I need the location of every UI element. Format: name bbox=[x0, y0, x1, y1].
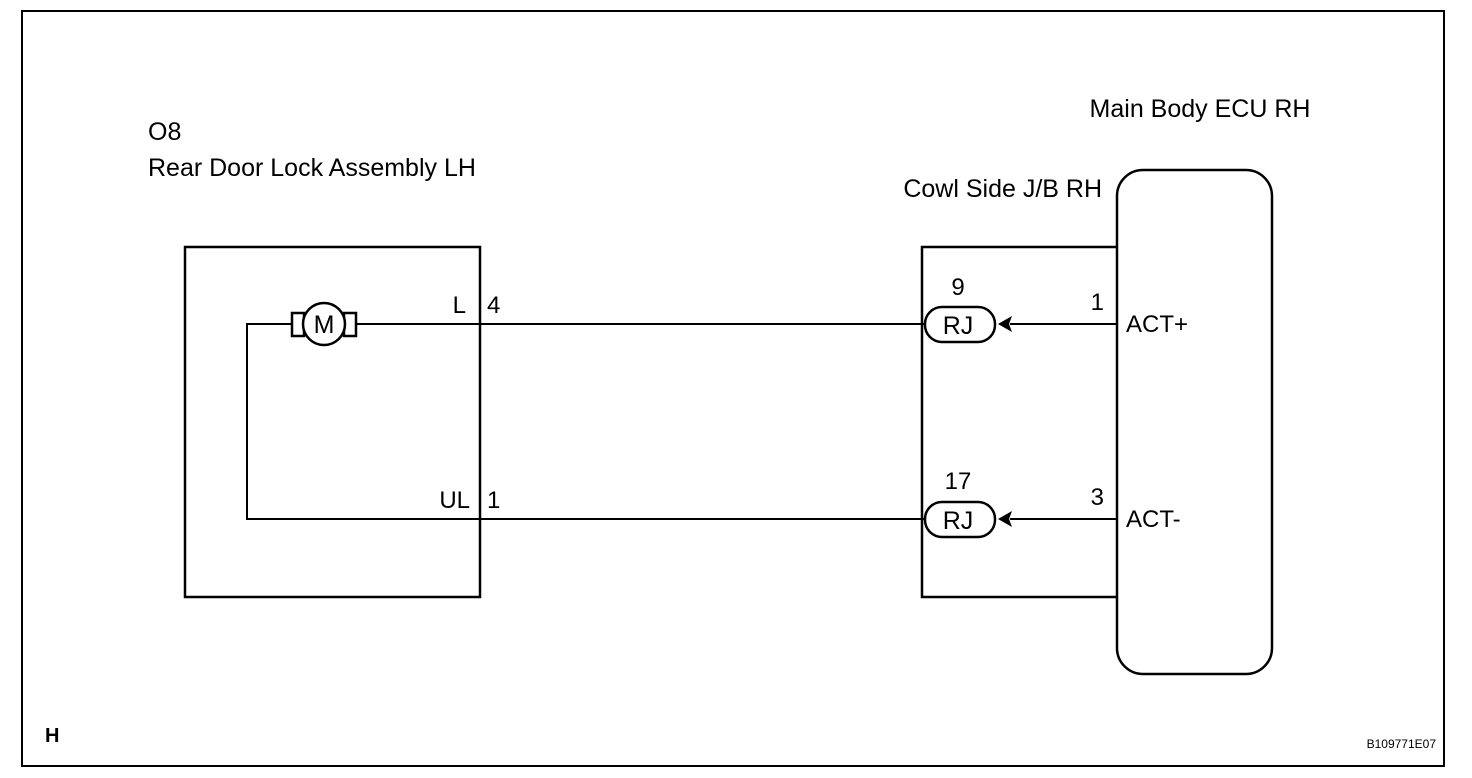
junction-block-box bbox=[920, 245, 1117, 599]
pin-number-1: 1 bbox=[487, 487, 500, 514]
rj-connector-9: RJ bbox=[923, 305, 1012, 344]
motor-return-wire bbox=[246, 323, 480, 520]
jb-pin-number-17: 17 bbox=[945, 468, 972, 495]
diagram-frame bbox=[21, 10, 1445, 767]
connector-code: RJ bbox=[943, 507, 974, 535]
door-lock-code: O8 bbox=[148, 118, 181, 146]
pin-label-ul: UL bbox=[439, 487, 470, 514]
ecu-pin-label-act-minus: ACT- bbox=[1126, 506, 1181, 533]
pin-label-l: L bbox=[453, 292, 466, 319]
jb-pin-number-9: 9 bbox=[951, 274, 964, 301]
ecu-pin-label-act-plus: ACT+ bbox=[1126, 311, 1188, 338]
connector-code: RJ bbox=[943, 312, 974, 340]
corner-mark: H bbox=[45, 725, 59, 747]
ecu-box bbox=[1115, 168, 1274, 676]
ecu-pin-number-1: 1 bbox=[1091, 289, 1104, 316]
pin-number-4: 4 bbox=[487, 292, 500, 319]
ecu-pin-number-3: 3 bbox=[1091, 484, 1104, 511]
figure-code: B109771E07 bbox=[1367, 737, 1437, 751]
motor-icon: M bbox=[290, 301, 358, 347]
rj-connector-17: RJ bbox=[923, 500, 1012, 539]
door-lock-name: Rear Door Lock Assembly LH bbox=[148, 154, 476, 182]
junction-block-name: Cowl Side J/B RH bbox=[903, 175, 1102, 203]
door-lock-assembly-box bbox=[183, 245, 482, 599]
ecu-name: Main Body ECU RH bbox=[1090, 95, 1311, 123]
connector-arrow-icon bbox=[998, 511, 1012, 527]
motor-label: M bbox=[314, 311, 335, 339]
connector-arrow-icon bbox=[998, 316, 1012, 332]
